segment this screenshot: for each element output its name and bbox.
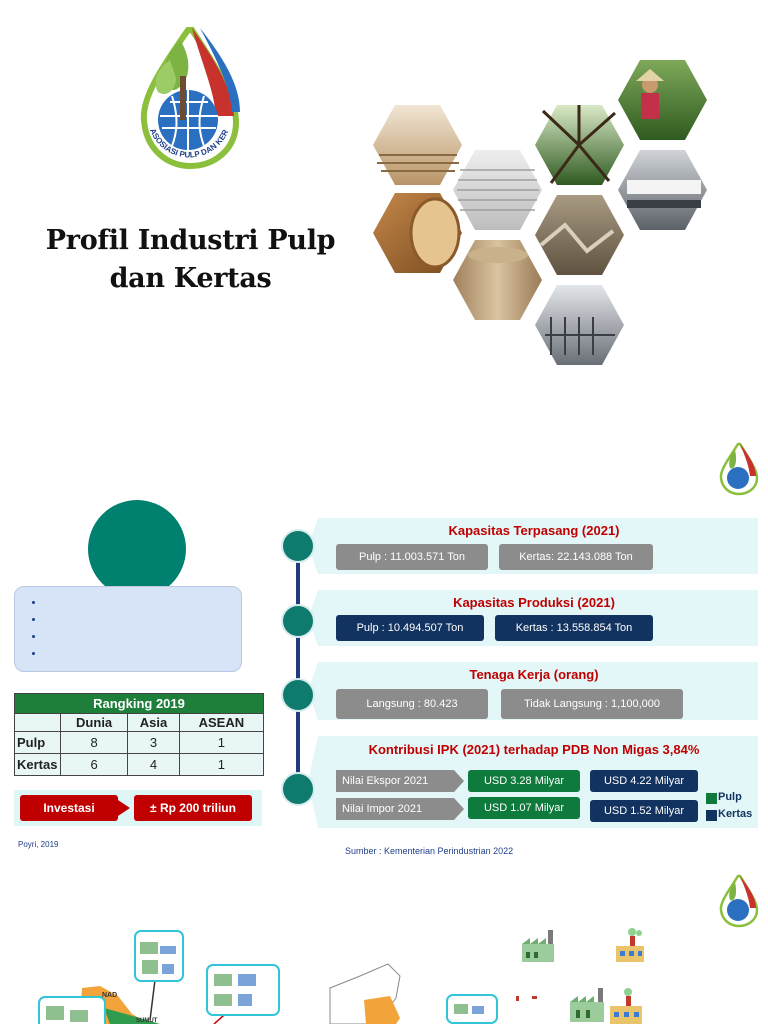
pulp-mill-icon bbox=[570, 988, 604, 1022]
hex-forest bbox=[535, 105, 624, 185]
ekspor-label: Nilai Ekspor 2021 bbox=[342, 775, 429, 787]
ranking-table: Rangking 2019 Dunia Asia ASEAN Pulp 8 3 … bbox=[14, 693, 265, 776]
ranking-cell: 1 bbox=[178, 753, 265, 776]
factory-icon bbox=[140, 942, 176, 974]
ranking-col-header: Dunia bbox=[59, 713, 129, 732]
kapasitas-terpasang-pulp: Pulp : 11.003.571 Ton bbox=[336, 544, 488, 570]
source-left: Poyri, 2019 bbox=[18, 840, 59, 849]
ranking-title: Rangking 2019 bbox=[14, 693, 264, 714]
ranking-cell: 3 bbox=[127, 731, 180, 754]
mill-callout bbox=[446, 994, 498, 1024]
timeline-dot bbox=[283, 680, 313, 710]
ekspor-label-shape bbox=[336, 770, 464, 792]
impor-pulp: USD 1.07 Milyar bbox=[468, 797, 580, 819]
ranking-row-label: Pulp bbox=[14, 731, 61, 754]
impor-label: Nilai Impor 2021 bbox=[342, 803, 423, 815]
source-right: Sumber : Kementerian Perindustrian 2022 bbox=[345, 846, 514, 856]
factory-icon bbox=[214, 974, 256, 1006]
table-row: Pulp 8 3 1 bbox=[14, 731, 265, 754]
hex-farmer bbox=[618, 60, 707, 140]
timeline-line bbox=[296, 542, 300, 792]
hex-paper-roll bbox=[373, 193, 462, 273]
bullet-list-box bbox=[14, 586, 242, 672]
ranking-cell: 8 bbox=[59, 731, 129, 754]
tenaga-kerja-langsung: Langsung : 80.423 bbox=[336, 689, 488, 719]
table-row: Kertas 6 4 1 bbox=[14, 753, 265, 776]
slide-mill-map: NAD SUMUT bbox=[0, 868, 768, 1024]
timeline-dot bbox=[283, 531, 313, 561]
highlight-circle bbox=[88, 500, 186, 598]
kapasitas-produksi-kertas: Kertas : 13.558.854 Ton bbox=[495, 615, 653, 641]
ranking-cell: 1 bbox=[178, 731, 265, 754]
legend-label-pulp: Pulp bbox=[718, 791, 742, 803]
slide-title: ASOSIASI PULP DAN KERTAS INDONESIA Profi… bbox=[0, 0, 768, 420]
paper-mill-icon bbox=[616, 928, 644, 962]
tenaga-kerja-title: Tenaga Kerja (orang) bbox=[469, 667, 599, 682]
pulp-mill-icon bbox=[522, 930, 554, 962]
ranking-col-header: Asia bbox=[127, 713, 180, 732]
legend-swatch-pulp bbox=[706, 793, 717, 804]
appki-logo-small bbox=[719, 442, 759, 496]
mill-marker bbox=[516, 996, 519, 1001]
indonesia-map bbox=[80, 963, 401, 1024]
hex-paper-sheets bbox=[373, 105, 462, 185]
paper-mill-icon bbox=[610, 988, 642, 1024]
kapasitas-terpasang-title: Kapasitas Terpasang (2021) bbox=[448, 523, 620, 538]
mill-callout bbox=[134, 930, 184, 982]
map-label-nad: NAD bbox=[102, 992, 118, 999]
bullet-item bbox=[45, 631, 241, 648]
slide-profile-summary: Rangking 2019 Dunia Asia ASEAN Pulp 8 3 … bbox=[0, 430, 768, 860]
industry-photo-collage bbox=[373, 60, 707, 365]
ranking-col-header bbox=[14, 713, 61, 732]
hex-factory bbox=[535, 285, 624, 365]
impor-label-shape bbox=[336, 798, 464, 820]
legend-swatch-kertas bbox=[706, 810, 717, 821]
kapasitas-produksi-title: Kapasitas Produksi (2021) bbox=[453, 595, 615, 610]
mill-callout bbox=[206, 964, 280, 1016]
timeline-dot bbox=[283, 774, 313, 804]
tenaga-kerja-tidak-langsung: Tidak Langsung : 1,100,000 bbox=[501, 689, 683, 719]
hex-big-roll bbox=[453, 240, 542, 320]
kontribusi-title: Kontribusi IPK (2021) terhadap PDB Non M… bbox=[368, 742, 700, 757]
ekspor-kertas: USD 4.22 Milyar bbox=[590, 770, 698, 792]
map-label-sumut: SUMUT bbox=[136, 1018, 158, 1024]
investasi-value: ± Rp 200 triliun bbox=[134, 795, 252, 821]
hex-waste-paper bbox=[535, 195, 624, 275]
factory-icon bbox=[46, 1006, 88, 1022]
hex-paper-machine bbox=[618, 150, 707, 230]
mill-marker bbox=[532, 996, 537, 999]
bullet-item bbox=[45, 614, 241, 631]
kapasitas-produksi-pulp: Pulp : 10.494.507 Ton bbox=[336, 615, 484, 641]
timeline-dot bbox=[283, 606, 313, 636]
arrow-right-icon bbox=[118, 800, 130, 816]
legend-label-kertas: Kertas bbox=[718, 808, 753, 820]
ekspor-pulp: USD 3.28 Milyar bbox=[468, 770, 580, 792]
ranking-row-label: Kertas bbox=[14, 753, 61, 776]
mill-callout bbox=[38, 996, 106, 1024]
ranking-cell: 4 bbox=[127, 753, 180, 776]
bullet-item bbox=[45, 648, 241, 665]
appki-logo: ASOSIASI PULP DAN KERTAS INDONESIA bbox=[130, 20, 240, 170]
slide-title-text: Profil Industri Pulp dan Kertas bbox=[45, 225, 336, 294]
investasi-label: Investasi bbox=[20, 795, 118, 821]
bullet-item bbox=[45, 597, 241, 614]
hex-paper-stack bbox=[453, 150, 542, 230]
factory-icon bbox=[454, 1004, 484, 1014]
map-region-sumut bbox=[104, 1008, 160, 1024]
appki-logo-small bbox=[719, 874, 759, 928]
ranking-cell: 6 bbox=[59, 753, 129, 776]
ranking-col-header: ASEAN bbox=[178, 713, 265, 732]
kapasitas-terpasang-kertas: Kertas: 22.143.088 Ton bbox=[499, 544, 653, 570]
impor-kertas: USD 1.52 Milyar bbox=[590, 800, 698, 822]
